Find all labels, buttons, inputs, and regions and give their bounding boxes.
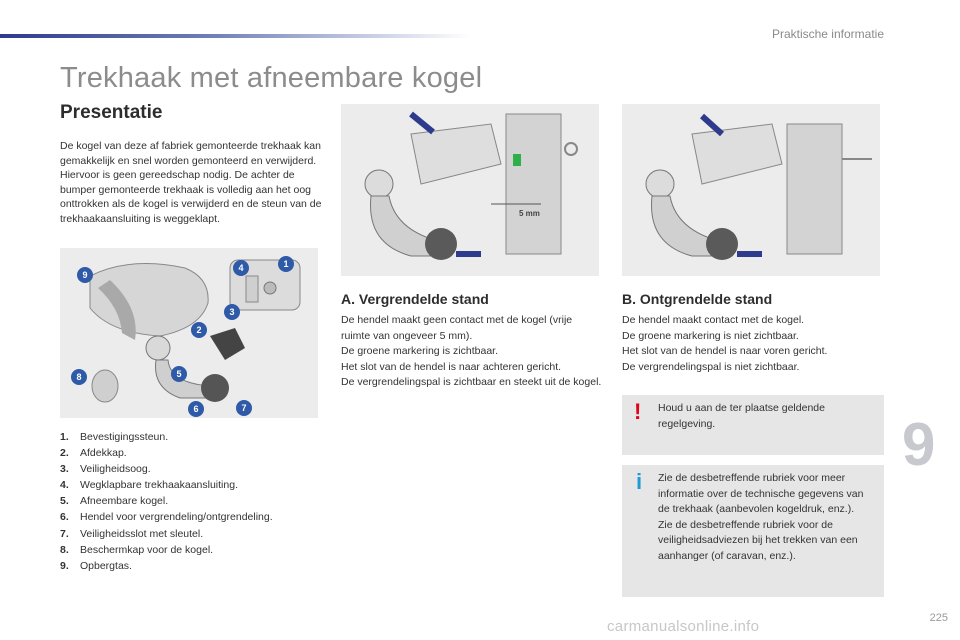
callout-5: 5 <box>171 366 187 382</box>
callout-9: 9 <box>77 267 93 283</box>
cover-cap-shape <box>210 328 245 360</box>
warning-text: Houd u aan de ter plaatse geldende regel… <box>658 401 876 432</box>
section-a-body: De hendel maakt geen contact met de koge… <box>341 313 603 391</box>
section-b-heading: B. Ontgrendelde stand <box>622 291 772 307</box>
legend-item: 8.Beschermkap voor de kogel. <box>60 542 330 558</box>
legend-item: 1.Bevestigingssteun. <box>60 429 330 445</box>
page-title: Trekhaak met afneembare kogel <box>60 62 482 95</box>
watermark: carmanualsonline.info <box>607 618 759 635</box>
svg-text:9: 9 <box>82 270 87 280</box>
parts-legend: 1.Bevestigingssteun. 2.Afdekkap. 3.Veili… <box>60 429 330 574</box>
legend-item: 9.Opbergtas. <box>60 558 330 574</box>
warning-note: ! Houd u aan de ter plaatse geldende reg… <box>622 395 884 455</box>
gap-label: 5 mm <box>519 209 540 218</box>
svg-text:7: 7 <box>241 403 246 413</box>
callout-2: 2 <box>191 322 207 338</box>
svg-text:6: 6 <box>193 404 198 414</box>
section-b-body: De hendel maakt contact met de kogel. De… <box>622 313 884 375</box>
info-icon: i <box>636 469 642 495</box>
section-label: Praktische informatie <box>772 27 884 41</box>
ball-cap-shape <box>92 370 118 402</box>
legend-item: 4.Wegklapbare trekhaakaansluiting. <box>60 477 330 493</box>
page-number: 225 <box>930 612 948 624</box>
svg-text:2: 2 <box>196 325 201 335</box>
legend-item: 2.Afdekkap. <box>60 445 330 461</box>
legend-item: 3.Veiligheidsoog. <box>60 461 330 477</box>
unlocked-position-illustration <box>622 104 880 276</box>
svg-text:5: 5 <box>176 369 181 379</box>
intro-paragraph: De kogel van deze af fabriek gemonteerde… <box>60 139 322 227</box>
info-text: Zie de desbetreffende rubriek voor meer … <box>658 471 876 565</box>
svg-text:1: 1 <box>283 259 288 269</box>
svg-text:8: 8 <box>76 372 81 382</box>
info-note: i Zie de desbetreffende rubriek voor mee… <box>622 465 884 597</box>
page-subtitle: Presentatie <box>60 102 162 124</box>
legend-item: 6.Hendel voor vergrendeling/ontgrendelin… <box>60 509 330 525</box>
legend-item: 7.Veiligheidsslot met sleutel. <box>60 526 330 542</box>
svg-text:3: 3 <box>229 307 234 317</box>
callout-3: 3 <box>224 304 240 320</box>
legend-item: 5.Afneembare kogel. <box>60 493 330 509</box>
callout-1: 1 <box>278 256 294 272</box>
callout-6: 6 <box>188 401 204 417</box>
callout-7: 7 <box>236 400 252 416</box>
callout-4: 4 <box>233 260 249 276</box>
callout-8: 8 <box>71 369 87 385</box>
svg-text:4: 4 <box>238 263 243 273</box>
storage-bag-shape <box>90 264 208 341</box>
chapter-number: 9 <box>902 410 935 479</box>
parts-illustration: 9 4 1 3 2 5 8 6 7 <box>60 248 318 418</box>
locked-position-illustration: 5 mm <box>341 104 599 276</box>
warning-icon: ! <box>634 399 641 425</box>
header-accent-bar <box>0 34 470 38</box>
section-a-heading: A. Vergrendelde stand <box>341 291 489 307</box>
